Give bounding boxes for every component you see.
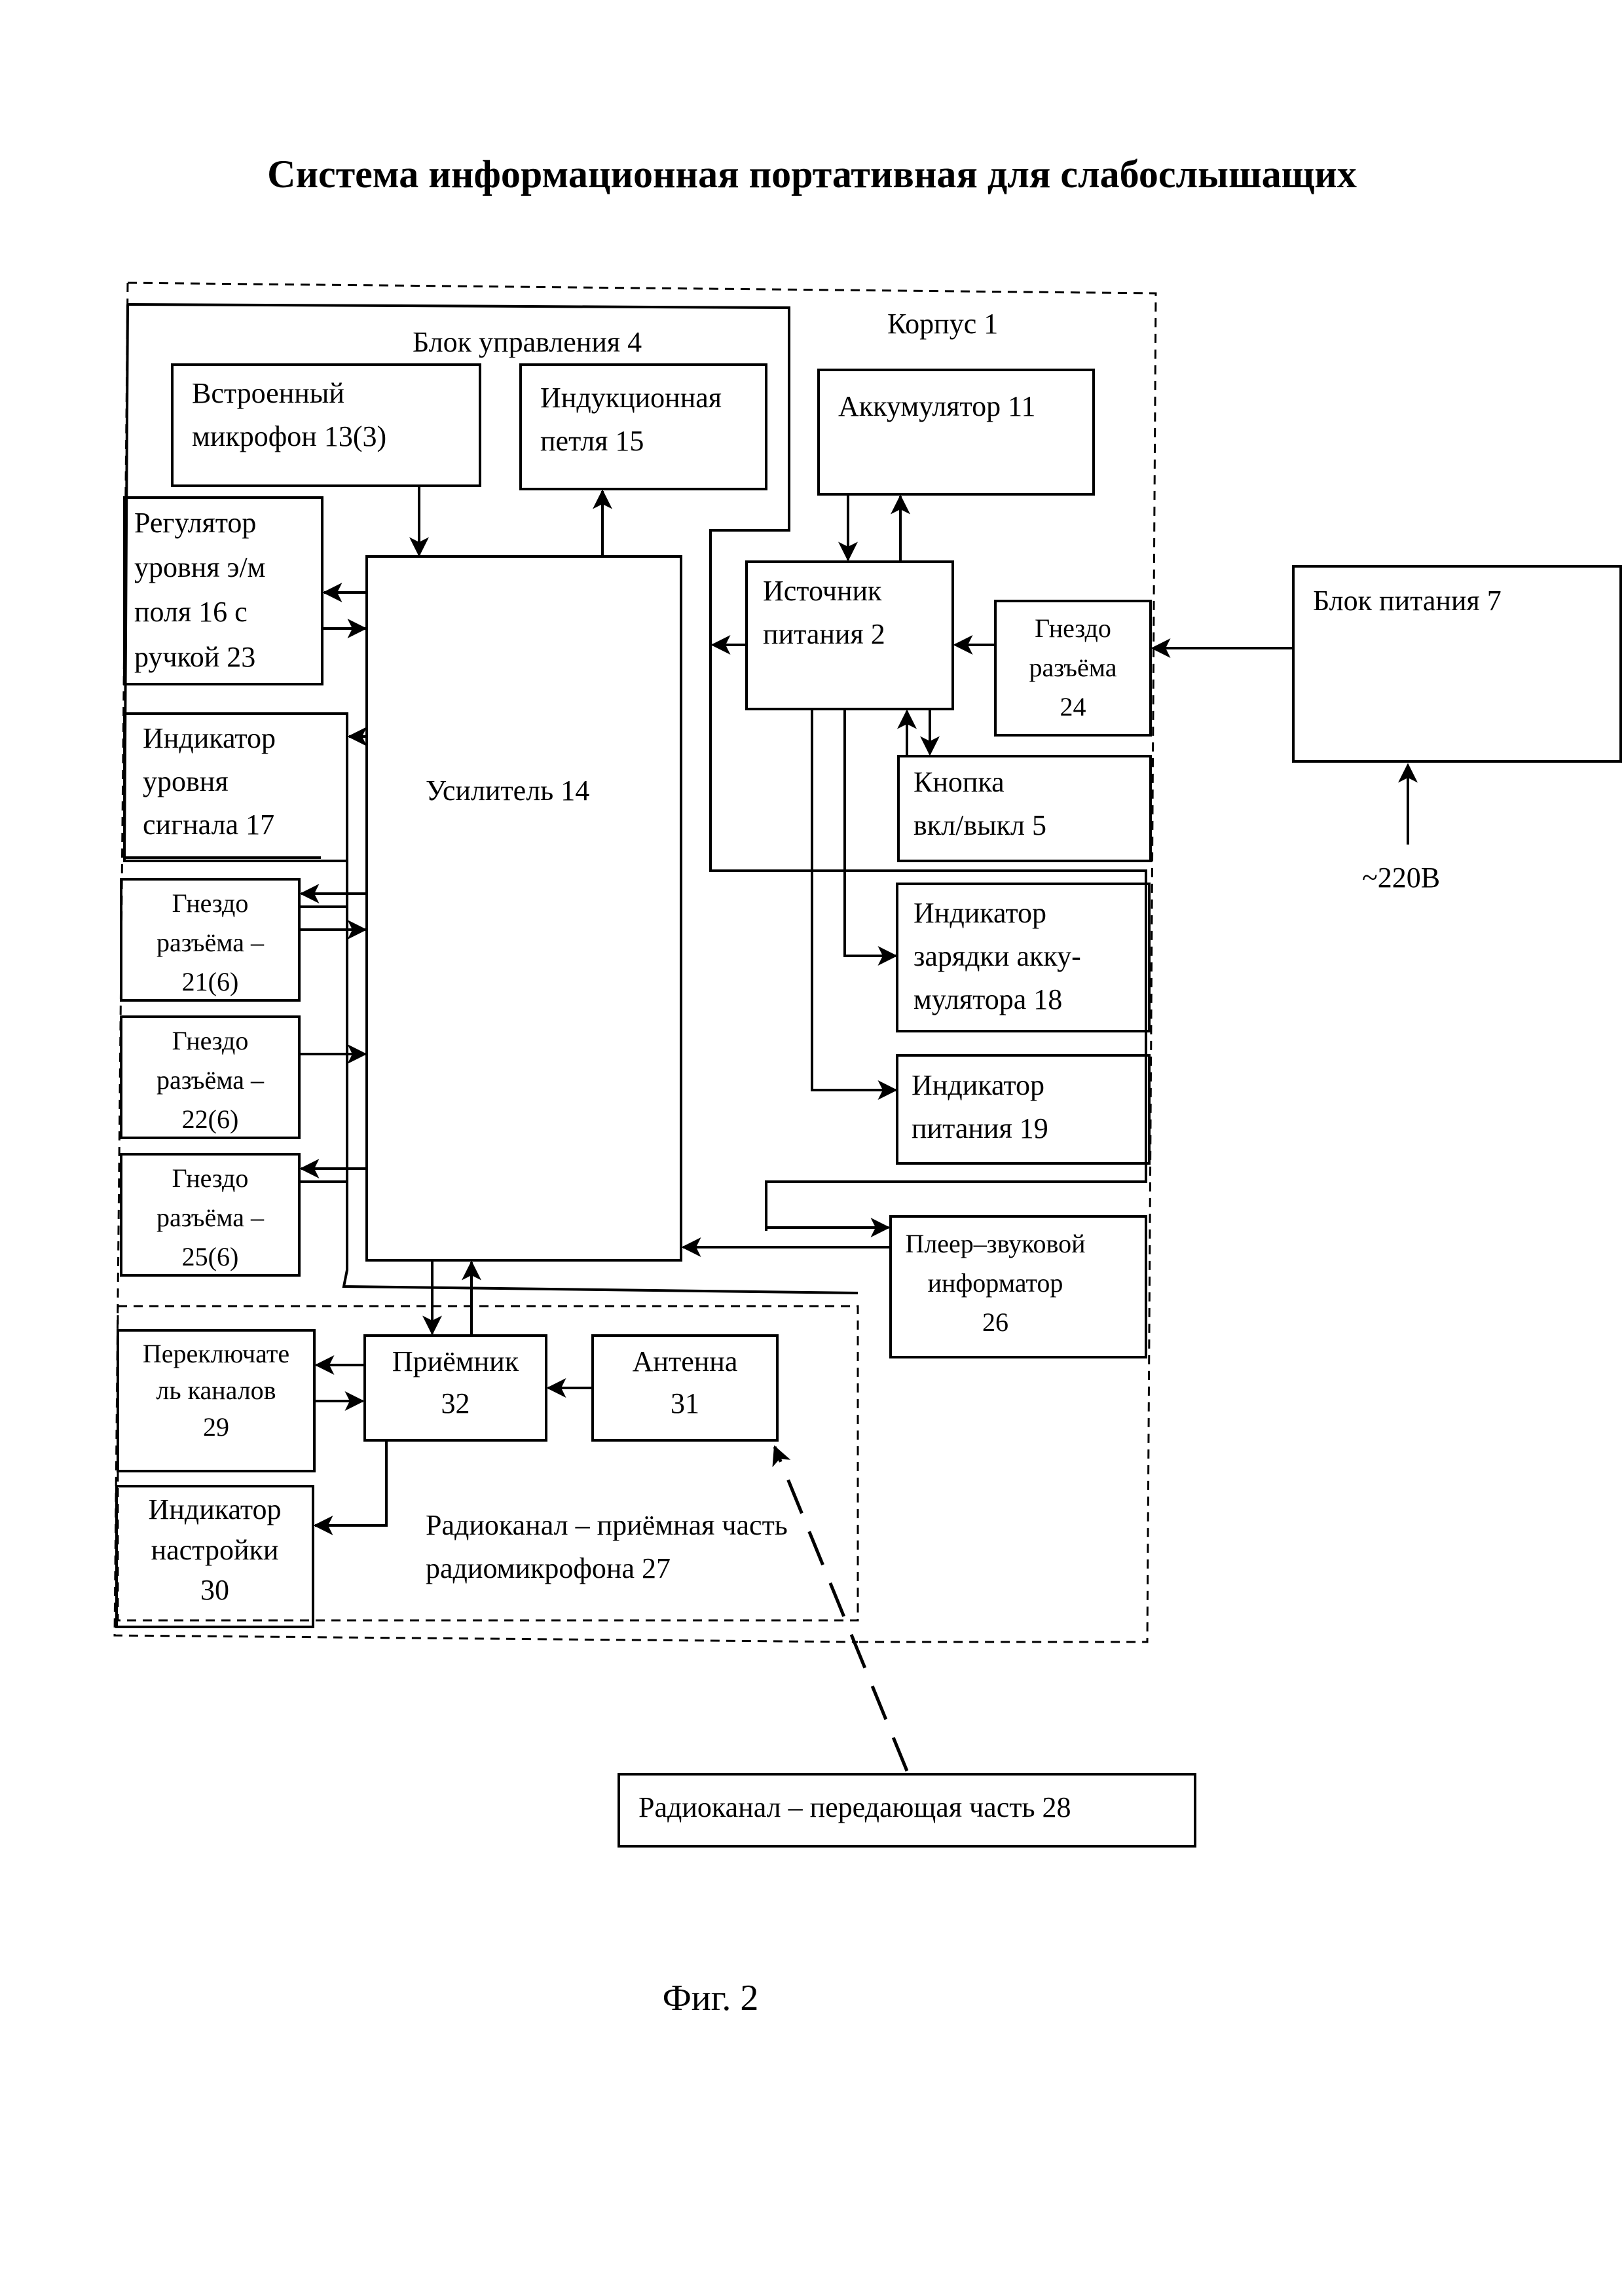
tuning-indicator-label: Индикатор настройки 30: [148, 1493, 282, 1607]
power-indicator-label: Индикатор питания 19: [912, 1069, 1048, 1144]
antenna-label: Антенна 31: [632, 1345, 738, 1419]
amplifier-label: Усилитель 14: [426, 774, 590, 807]
socket-25-label: Гнездо разъёма – 25(6): [156, 1163, 265, 1271]
radio-transmitter-label: Радиоканал – передающая часть 28: [638, 1791, 1071, 1823]
socket-25-box: [120, 1153, 301, 1277]
battery-label: Аккумулятор 11: [838, 390, 1036, 422]
field-regulator-label: Регулятор уровня э/м поля 16 с ручкой 23: [134, 507, 266, 673]
socket-22-label: Гнездо разъёма – 22(6): [156, 1026, 265, 1134]
receiver-box: [363, 1334, 547, 1442]
amplifier-box: [365, 555, 682, 1262]
mains-voltage-label: ~220В: [1362, 862, 1441, 894]
power-source-label: Источник питания 2: [763, 575, 885, 650]
radio-link-arrow: [772, 1445, 909, 1772]
tuning-indicator-box: [115, 1485, 314, 1628]
charge-indicator-label: Индикатор зарядки акку- мулятора 18: [913, 897, 1081, 1015]
signal-level-indicator-box: [123, 712, 348, 862]
induction-loop-label: Индукционная петля 15: [540, 382, 722, 457]
socket-22-box: [120, 1015, 301, 1139]
induction-loop-box: [519, 363, 767, 490]
power-source-box: [745, 560, 954, 710]
control-unit-label: Блок управления 4: [413, 326, 642, 358]
on-off-button-box: [897, 755, 1152, 862]
signal-level-indicator-label: Индикатор уровня сигнала 17: [143, 722, 276, 841]
radio-receiver-region-label: Радиоканал – приёмная часть радиомикрофо…: [426, 1509, 788, 1584]
on-off-button-label: Кнопка вкл/выкл 5: [913, 766, 1047, 841]
socket-21-label: Гнездо разъёма – 21(6): [156, 888, 265, 996]
field-regulator-box: [123, 496, 323, 685]
power-unit-box: [1292, 565, 1622, 763]
arrows: [299, 486, 1418, 1535]
receiver-label: Приёмник 32: [392, 1345, 519, 1419]
power-unit-label: Блок питания 7: [1313, 585, 1502, 617]
battery-box: [817, 369, 1095, 496]
player-informer-box: [889, 1215, 1147, 1358]
channel-switch-label: Переключате ль каналов 29: [142, 1339, 290, 1442]
figure-caption: Фиг. 2: [662, 1978, 759, 2018]
builtin-microphone-box: [171, 363, 481, 487]
socket-24-box: [994, 600, 1152, 737]
radio-transmitter-box: [618, 1773, 1196, 1848]
socket-24-label: Гнездо разъёма 24: [1029, 613, 1117, 721]
player-informer-label: Плеер–звуковой информатор 26: [905, 1229, 1086, 1337]
power-indicator-box: [896, 1054, 1151, 1165]
socket-21-box: [120, 878, 301, 1002]
builtin-microphone-label: Встроенный микрофон 13(3): [192, 377, 387, 452]
housing-label: Корпус 1: [887, 308, 999, 340]
page-title: Система информационная портативная для с…: [267, 153, 1357, 196]
